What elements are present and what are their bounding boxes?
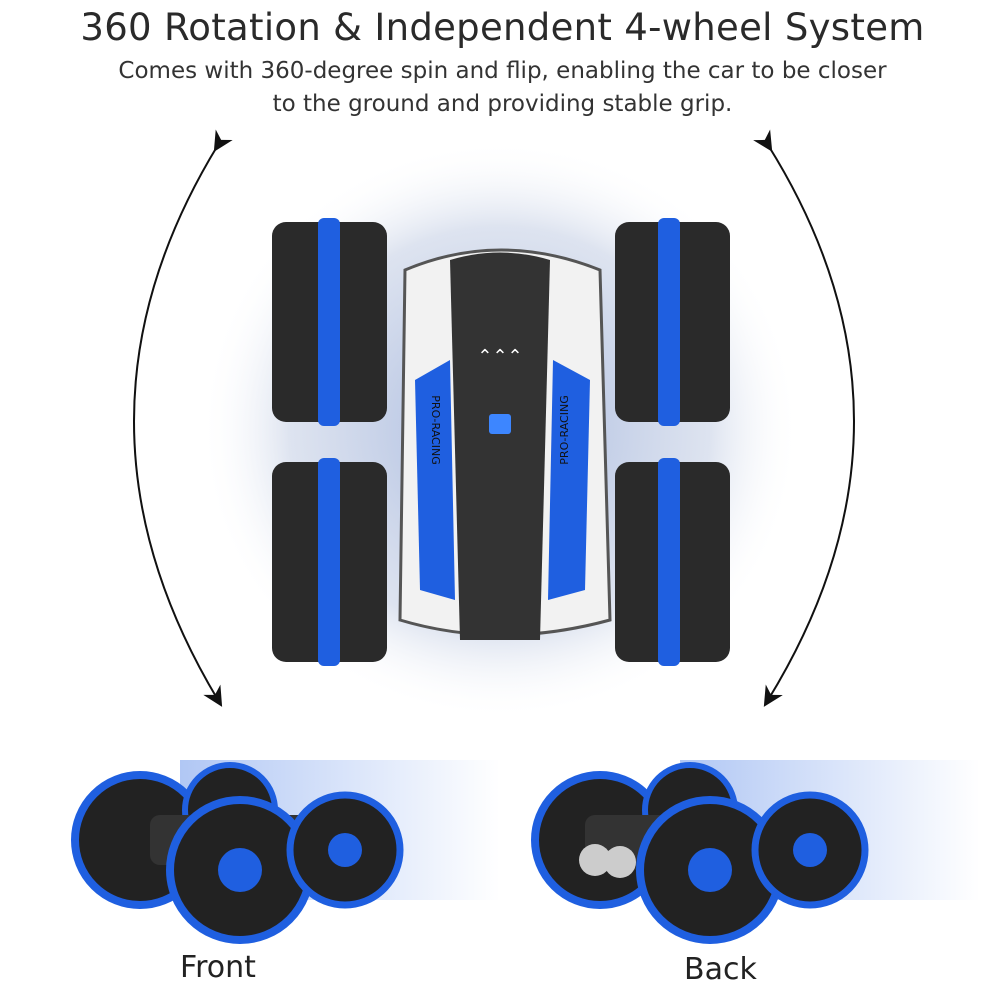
front-label: Front bbox=[180, 950, 256, 985]
page-title: 360 Rotation & Independent 4-wheel Syste… bbox=[80, 6, 925, 49]
back-label: Back bbox=[684, 952, 757, 987]
wheel-rear-right bbox=[615, 458, 730, 666]
wheel-front-left bbox=[272, 218, 387, 426]
wheel-front-right bbox=[615, 218, 730, 426]
subtitle-line-1: Comes with 360-degree spin and flip, ena… bbox=[118, 58, 887, 84]
subtitle-line-2: to the ground and providing stable grip. bbox=[272, 91, 733, 117]
car-body: ⌃⌃⌃ PRO-RACING PRO-RACING bbox=[398, 248, 612, 640]
rotation-arrow-left bbox=[133, 129, 233, 707]
car-front-view bbox=[71, 760, 500, 944]
rotation-arrow-right bbox=[753, 129, 855, 707]
svg-text:⌃⌃⌃: ⌃⌃⌃ bbox=[477, 346, 522, 367]
car-back-view bbox=[531, 760, 980, 944]
decal-right: PRO-RACING bbox=[558, 395, 571, 464]
wheel-rear-left bbox=[272, 458, 387, 666]
decal-left: PRO-RACING bbox=[429, 395, 442, 464]
